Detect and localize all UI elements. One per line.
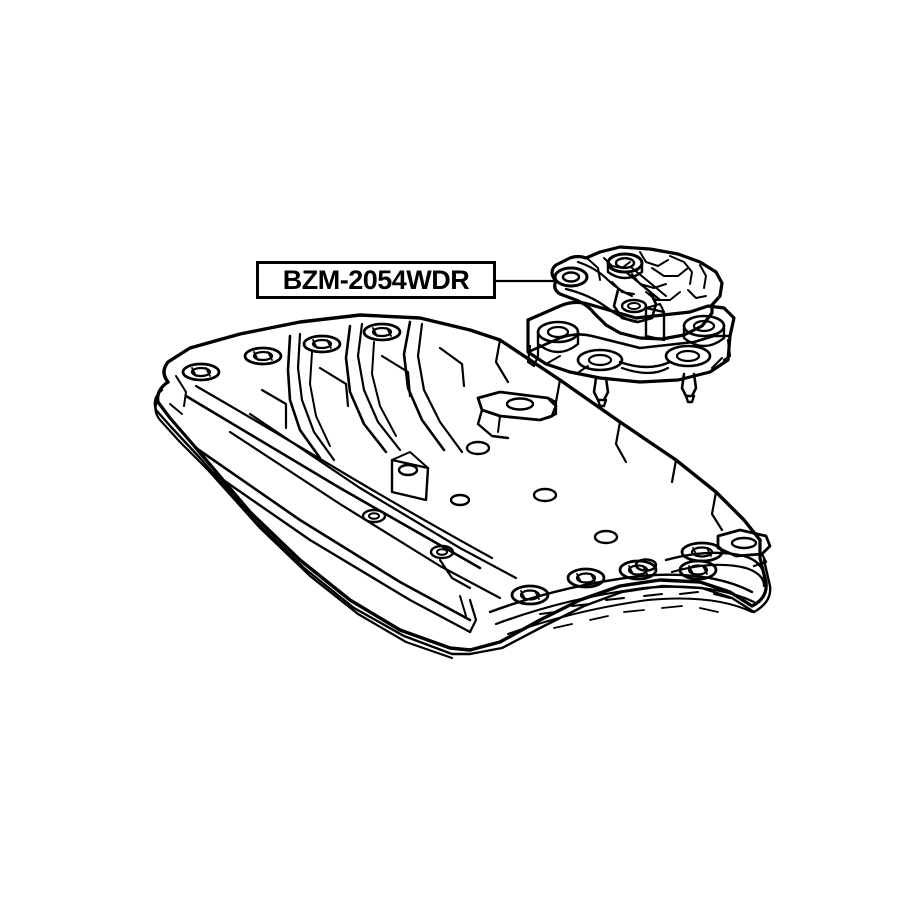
subframe-rear-rail-holes	[465, 440, 658, 572]
subframe-face-hole-d	[449, 493, 471, 507]
part-number-callout: BZM-2054WDR	[256, 261, 496, 299]
transmission-mount-bracket	[526, 245, 736, 408]
subframe-mount-tab-left	[476, 390, 558, 440]
subframe-top-hole-1	[181, 362, 221, 382]
subframe-top-hole-3	[302, 334, 342, 354]
subframe-face-hole-a	[361, 508, 387, 524]
mount-stud-left	[592, 376, 610, 408]
mount-stud-right	[680, 372, 698, 404]
subframe-face-hole-b	[429, 544, 455, 560]
subframe-top-hole-2	[243, 346, 283, 366]
front-subframe-crossmember	[153, 313, 772, 660]
part-number-text: BZM-2054WDR	[282, 264, 470, 295]
subframe-face-hole-c	[397, 463, 419, 477]
subframe-top-hole-4	[362, 322, 402, 342]
